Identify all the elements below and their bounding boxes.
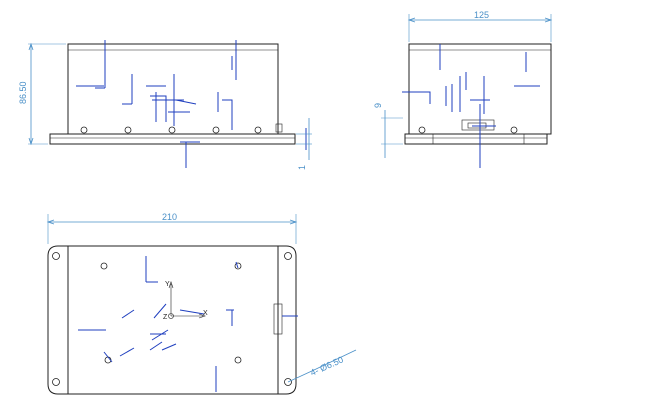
dim-top-width-label: 210 (162, 212, 177, 222)
dim-foot-label: 1 (297, 165, 307, 170)
dim-height-label: 86.50 (18, 81, 28, 104)
axis-z-label: Z (163, 314, 168, 321)
side-view: 125 9 (373, 10, 553, 168)
axis-y-label: Y (165, 281, 170, 288)
hole-note-label: 4- Ø6.50 (309, 354, 345, 377)
top-view: Y X Z 210 4- Ø6.50 (46, 212, 357, 395)
axis-x-label: X (203, 310, 208, 317)
dim-side-width-label: 125 (474, 10, 489, 20)
front-view: 86.50 1 (18, 40, 312, 170)
dim-side-offset-label: 9 (373, 103, 383, 108)
